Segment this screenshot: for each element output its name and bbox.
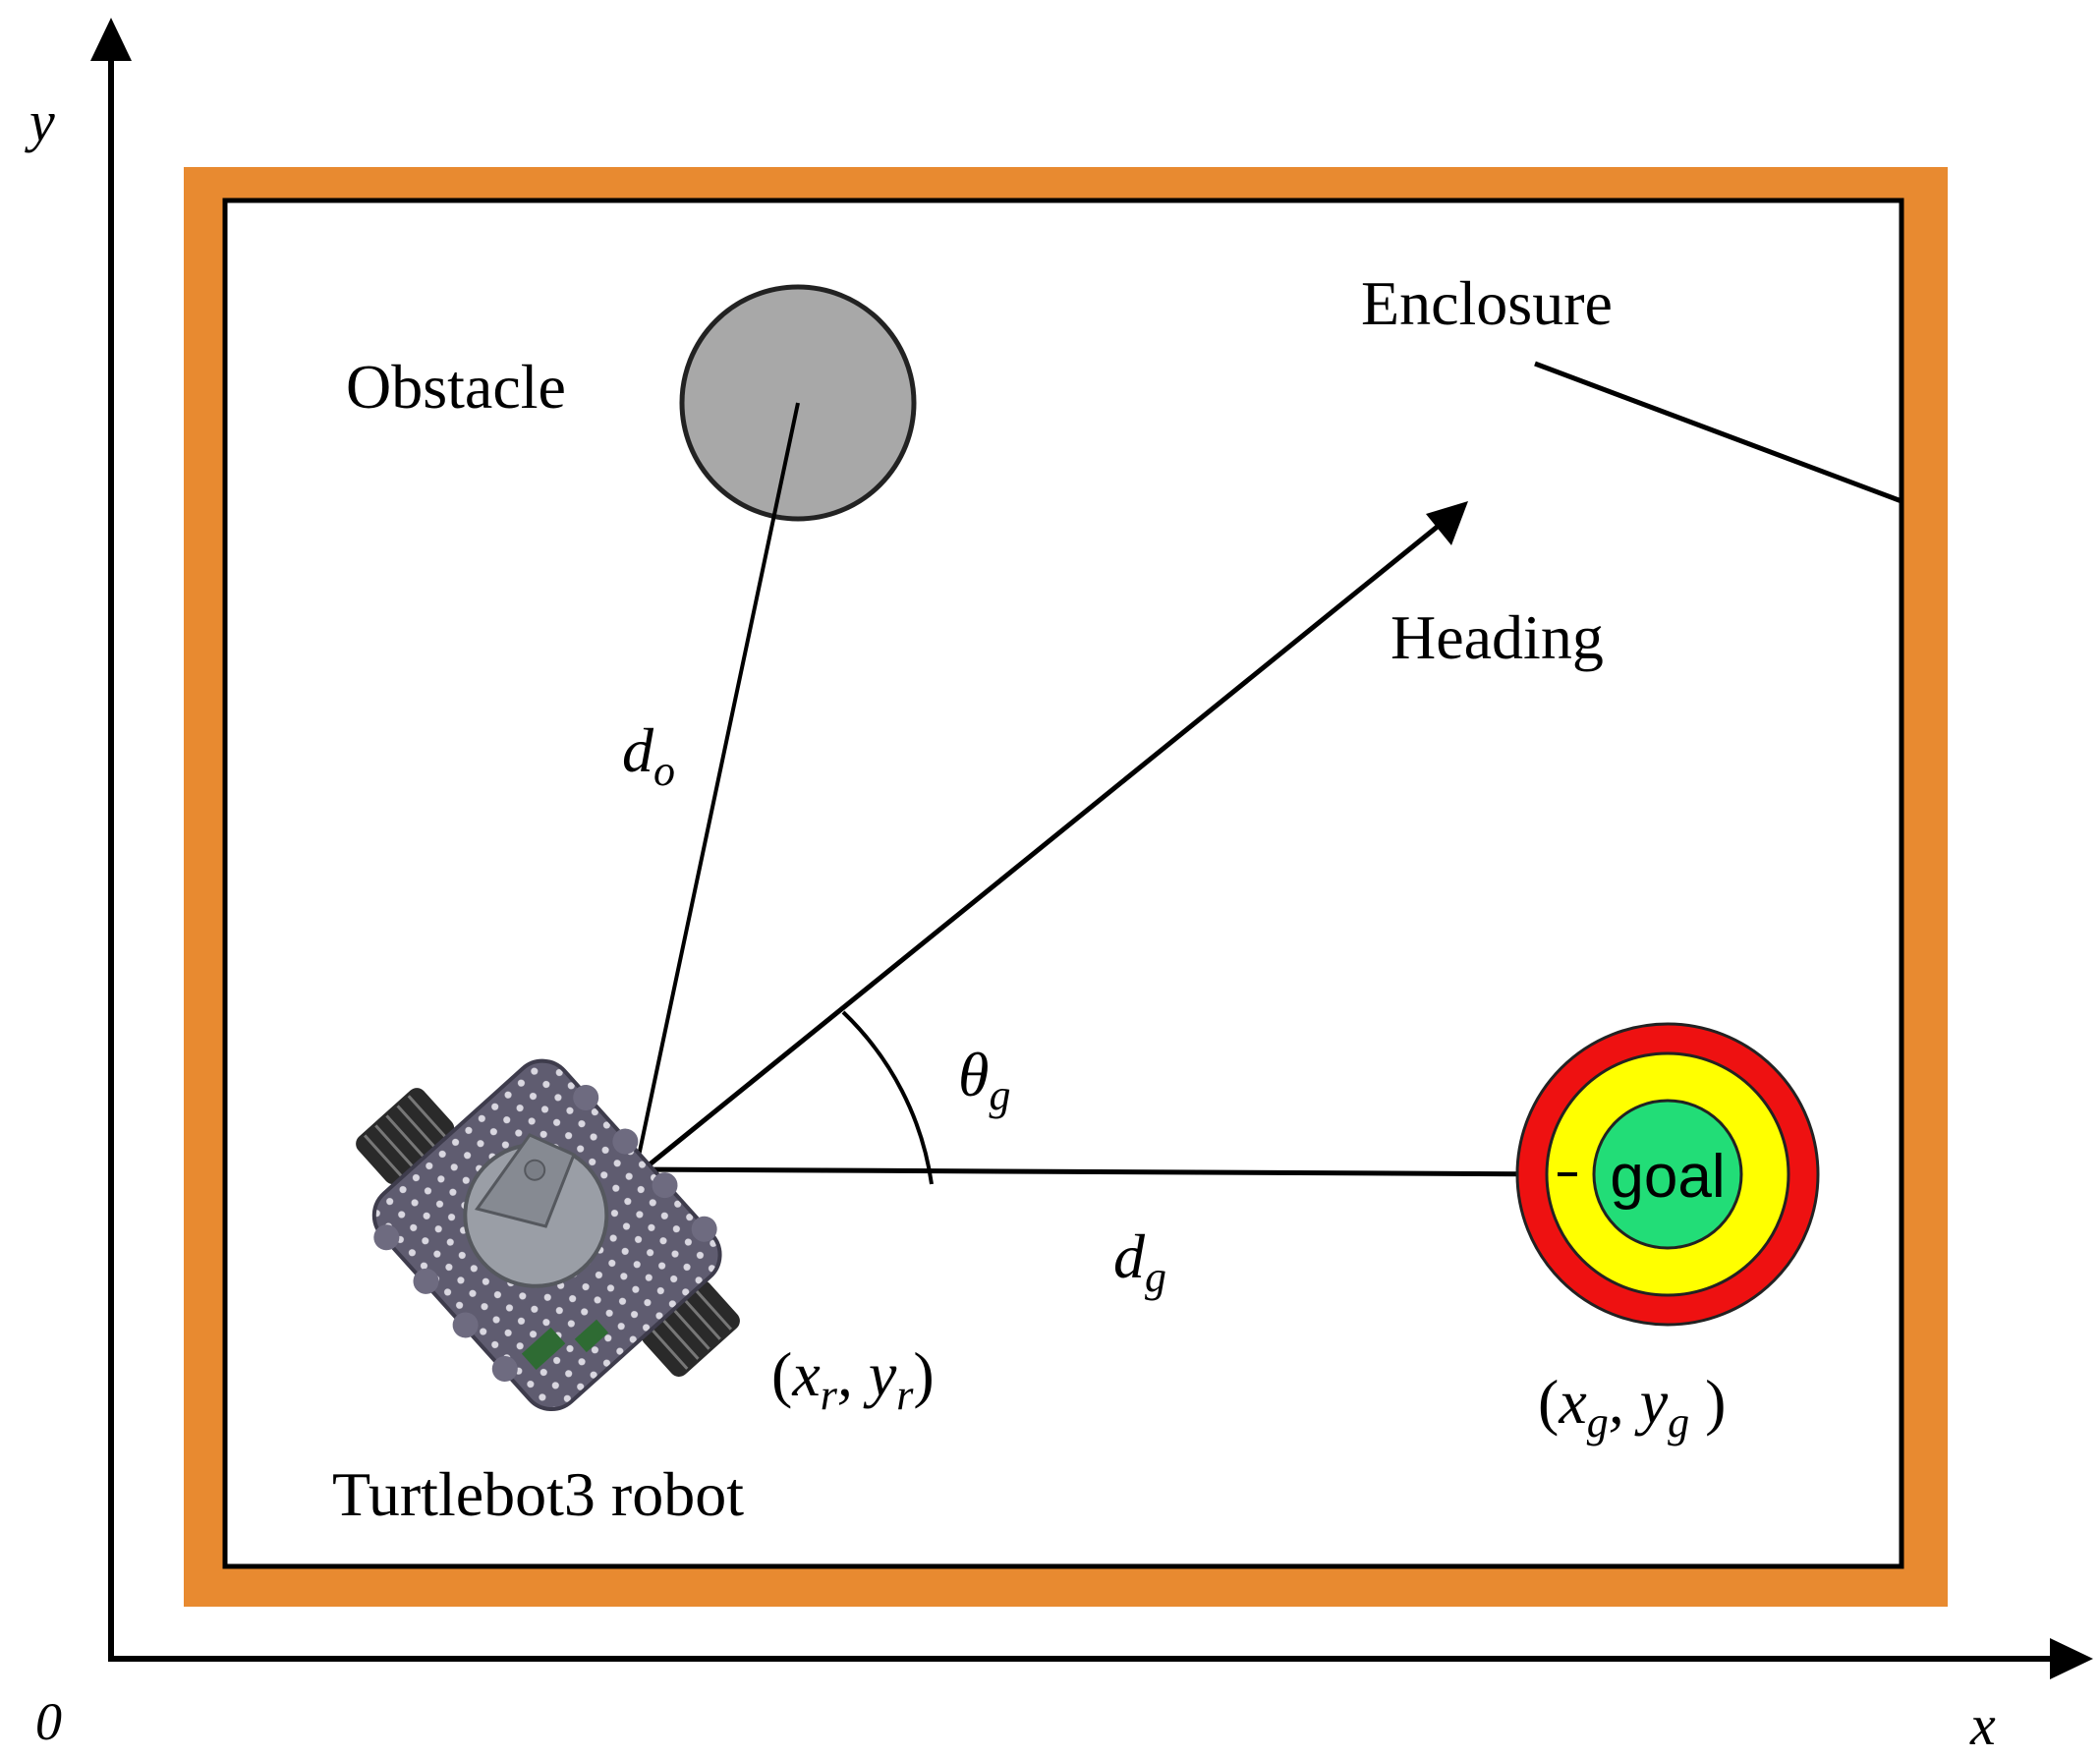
obstacle-label: Obstacle xyxy=(346,352,566,422)
paren-close: ) xyxy=(913,1339,934,1409)
goal-label: goal xyxy=(1610,1143,1725,1211)
heading-arrow xyxy=(632,519,1447,1179)
heading-arrowhead xyxy=(1426,501,1468,545)
goal-distance-line xyxy=(628,1166,1578,1177)
theta-base: θ xyxy=(958,1040,989,1109)
d-base: d xyxy=(622,715,654,785)
heading-label: Heading xyxy=(1391,602,1604,672)
goal-distance-label: dg xyxy=(1113,1221,1166,1301)
y-axis-label: y xyxy=(25,89,55,153)
paren-open: ( xyxy=(771,1339,792,1409)
paren-open: ( xyxy=(1538,1367,1559,1437)
enclosure-label: Enclosure xyxy=(1361,268,1613,338)
d-subscript: o xyxy=(653,747,675,795)
y-var: y xyxy=(863,1339,897,1409)
separator: , xyxy=(1609,1367,1640,1437)
origin-label: 0 xyxy=(35,1692,62,1751)
x-axis-arrowhead xyxy=(2050,1638,2093,1679)
x-axis-label: x xyxy=(1969,1693,1996,1757)
d-base: d xyxy=(1113,1221,1146,1291)
y-subscript: g xyxy=(1668,1398,1689,1446)
robot-label: Turtlebot3 robot xyxy=(332,1459,744,1529)
wheel-left xyxy=(356,1088,455,1185)
d-subscript: g xyxy=(1145,1253,1166,1301)
theta-subscript: g xyxy=(989,1071,1010,1119)
turtlebot3-robot xyxy=(356,1058,740,1412)
y-subscript: r xyxy=(896,1371,914,1419)
obstacle-distance-line xyxy=(632,402,800,1180)
y-axis-arrowhead xyxy=(90,18,132,61)
x-subscript: g xyxy=(1587,1398,1609,1446)
x-var: x xyxy=(1558,1367,1586,1437)
heading-angle-arc xyxy=(841,1010,934,1185)
goal-target: goal xyxy=(1515,1022,1820,1327)
enclosure-leader-line xyxy=(1534,361,1902,504)
x-subscript: r xyxy=(821,1371,838,1419)
wheel-right xyxy=(641,1279,740,1377)
heading-angle-label: θg xyxy=(958,1040,1010,1119)
goal-coordinate-label: (xg, yg ) xyxy=(1538,1367,1726,1446)
separator: , xyxy=(837,1339,869,1409)
obstacle-distance-label: do xyxy=(622,715,675,795)
y-var: y xyxy=(1634,1367,1669,1437)
goal-inner-circle xyxy=(1592,1099,1743,1250)
x-var: x xyxy=(791,1339,820,1409)
robot-coordinate-label: (xr, yr) xyxy=(771,1339,935,1419)
coordinate-axes xyxy=(90,18,2093,1679)
paren-close: ) xyxy=(1689,1367,1726,1437)
